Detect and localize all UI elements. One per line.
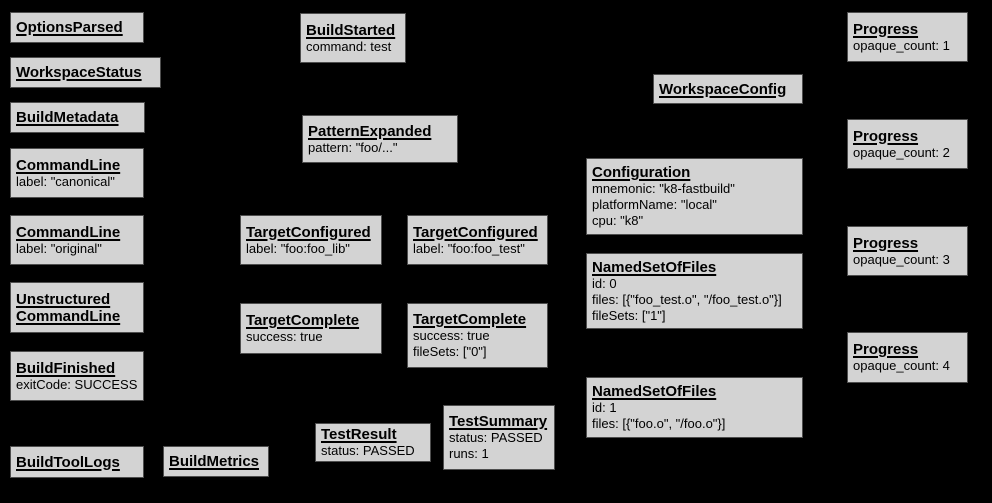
event-box-workspace-config: WorkspaceConfig (653, 74, 803, 104)
event-title: Progress (853, 341, 919, 358)
event-field: label: "canonical" (16, 173, 115, 189)
event-title: TargetConfigured (246, 223, 371, 241)
event-field: label: "foo:foo_test" (413, 240, 525, 256)
event-title: Unstructured CommandLine (16, 290, 121, 325)
event-title: Progress (853, 234, 919, 252)
event-box-progress-3: Progress opaque_count: 3 (847, 226, 968, 276)
event-field: cpu: "k8" (592, 213, 644, 228)
event-box-workspace-status: WorkspaceStatus (10, 57, 161, 88)
event-box-test-result: TestResult status: PASSED (315, 423, 431, 462)
event-title: WorkspaceStatus (16, 64, 142, 81)
event-box-build-metadata: BuildMetadata (10, 102, 145, 133)
event-title: BuildStarted (306, 21, 396, 39)
event-field: platformName: "local" (592, 197, 717, 212)
event-box-build-metrics: BuildMetrics (163, 446, 269, 477)
event-box-options-parsed: OptionsParsed (10, 12, 144, 43)
event-title: PatternExpanded (308, 122, 432, 140)
event-title: TargetConfigured (413, 223, 538, 241)
event-field: command: test (306, 38, 392, 54)
event-title: BuildMetrics (169, 453, 260, 470)
event-field: label: "foo:foo_lib" (246, 240, 350, 256)
event-field: status: PASSED (321, 443, 415, 458)
event-field: label: "original" (16, 240, 102, 256)
event-title: WorkspaceConfig (659, 80, 787, 98)
event-title: Progress (853, 20, 919, 38)
event-field: fileSets: ["0"] (413, 344, 487, 359)
event-title: TargetComplete (413, 311, 527, 328)
event-field: id: 1 (592, 400, 617, 415)
event-title: BuildMetadata (16, 109, 119, 126)
event-title: Progress (853, 127, 919, 145)
event-title: BuildToolLogs (16, 453, 120, 471)
event-field: id: 0 (592, 275, 617, 291)
event-title: TargetComplete (246, 312, 360, 329)
event-field: status: PASSED (449, 430, 543, 445)
event-field: exitCode: SUCCESS (16, 376, 138, 392)
event-box-build-finished: BuildFinished exitCode: SUCCESS (10, 351, 144, 401)
event-field: opaque_count: 4 (853, 358, 950, 373)
event-box-build-started: BuildStarted command: test (300, 13, 406, 63)
event-field: files: [{"foo.o", "/foo.o"}] (592, 416, 726, 431)
event-box-unstructured-command-line: Unstructured CommandLine (10, 282, 144, 333)
event-field: pattern: "foo/..." (308, 139, 398, 155)
event-box-named-set-of-files-0: NamedSetOfFiles id: 0 files: [{"foo_test… (586, 253, 803, 329)
event-box-target-complete-foo-lib: TargetComplete success: true (240, 303, 382, 354)
event-box-command-line-canonical: CommandLine label: "canonical" (10, 148, 144, 198)
event-box-build-tool-logs: BuildToolLogs (10, 446, 144, 478)
event-title: Configuration (592, 164, 691, 181)
event-field: fileSets: ["1"] (592, 307, 666, 323)
event-field: opaque_count: 2 (853, 144, 950, 160)
event-field: runs: 1 (449, 446, 489, 461)
event-field: success: true (246, 329, 323, 344)
event-title: NamedSetOfFiles (592, 383, 717, 400)
event-title: TestResult (321, 426, 397, 443)
event-box-named-set-of-files-1: NamedSetOfFiles id: 1 files: [{"foo.o", … (586, 377, 803, 438)
event-box-test-summary: TestSummary status: PASSED runs: 1 (443, 405, 555, 470)
event-title: NamedSetOfFiles (592, 258, 717, 276)
event-field: opaque_count: 3 (853, 251, 950, 267)
event-title: OptionsParsed (16, 19, 123, 36)
event-box-progress-4: Progress opaque_count: 4 (847, 332, 968, 383)
event-field: mnemonic: "k8-fastbuild" (592, 181, 735, 196)
event-title: TestSummary (449, 413, 548, 430)
event-box-progress-1: Progress opaque_count: 1 (847, 12, 968, 62)
event-field: success: true (413, 328, 490, 343)
event-field: opaque_count: 1 (853, 37, 950, 53)
event-title: CommandLine (16, 156, 121, 174)
event-title: CommandLine (16, 223, 121, 241)
event-box-pattern-expanded: PatternExpanded pattern: "foo/..." (302, 115, 458, 163)
event-box-progress-2: Progress opaque_count: 2 (847, 119, 968, 169)
event-box-target-complete-foo-test: TargetComplete success: true fileSets: [… (407, 303, 548, 368)
event-field: files: [{"foo_test.o", "/foo_test.o"}] (592, 291, 782, 307)
event-box-command-line-original: CommandLine label: "original" (10, 215, 144, 265)
event-box-target-configured-foo-test: TargetConfigured label: "foo:foo_test" (407, 215, 548, 265)
event-box-configuration: Configuration mnemonic: "k8-fastbuild" p… (586, 158, 803, 235)
event-box-target-configured-foo-lib: TargetConfigured label: "foo:foo_lib" (240, 215, 382, 265)
event-title: BuildFinished (16, 359, 116, 377)
